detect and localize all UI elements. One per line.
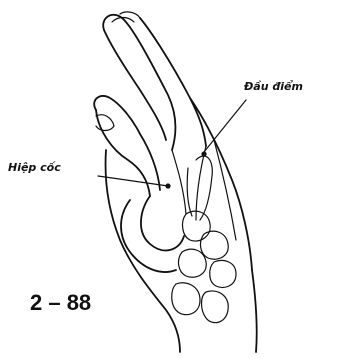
point-dot-right xyxy=(201,151,206,156)
middle-finger xyxy=(190,98,252,270)
leader-line-right xyxy=(204,100,246,152)
index-finger xyxy=(103,12,206,150)
leader-lines xyxy=(98,100,246,186)
label-right-point: Đầu điểm xyxy=(244,80,303,93)
palm xyxy=(106,146,257,352)
carpal-bones xyxy=(172,156,236,323)
figure-number: 2 – 88 xyxy=(30,290,91,316)
point-dot-left xyxy=(165,183,170,188)
label-left-point: Hiệp cốc xyxy=(8,161,61,174)
thumb xyxy=(94,96,160,196)
